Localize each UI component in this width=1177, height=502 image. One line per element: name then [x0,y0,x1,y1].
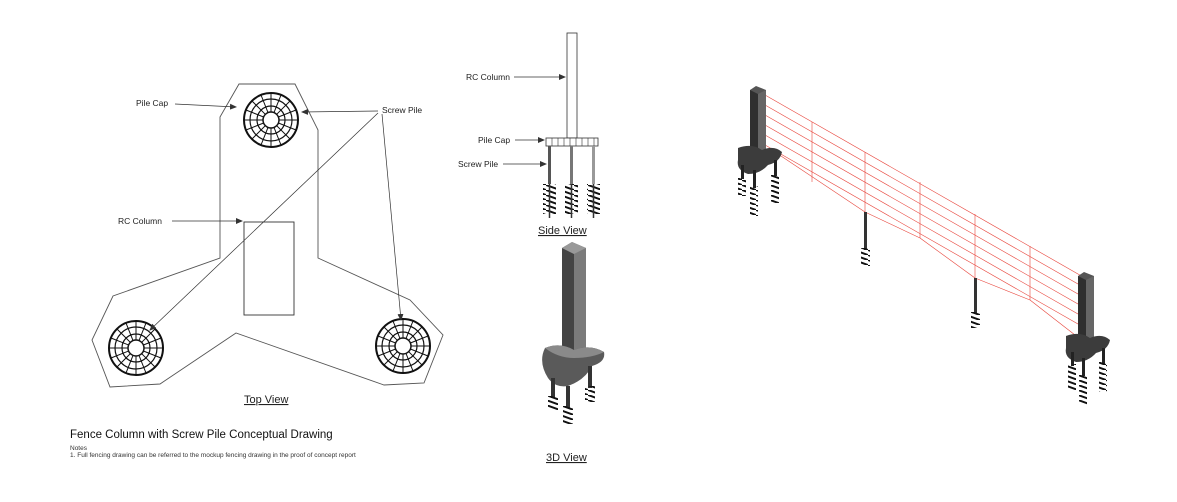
side-view-pile-cap [545,137,599,147]
side-view-label-pile-cap: Pile Cap [478,135,510,145]
leader-screw-pile-right [381,113,404,321]
top-view-caption: Top View [244,394,288,406]
leader-pile-cap [174,103,237,110]
top-view-label-screw-pile: Screw Pile [382,105,422,115]
leader-screw-pile-left [149,112,379,331]
top-view-screw-pile-left [108,320,164,376]
side-view: RC Column Pile Cap Screw Pile Side View [458,32,600,237]
top-view-screw-pile-top [243,92,299,148]
leader-screw-pile-top [301,108,379,115]
side-view-label-screw-pile: Screw Pile [458,159,498,169]
top-view-label-rc-column: RC Column [118,216,162,226]
fence-left-column [737,86,782,216]
notes-heading: Notes [70,445,87,452]
fence-isometric [737,86,1110,405]
side-view-rc-column [566,32,578,139]
top-view: Pile Cap Screw Pile RC Column Top View [91,83,444,406]
top-view-label-pile-cap: Pile Cap [136,98,168,108]
view-3d: 3D View [542,242,605,464]
view-3d-caption: 3D View [546,452,587,464]
side-view-screw-piles [543,146,600,218]
side-view-label-rc-column: RC Column [466,72,510,82]
top-view-screw-pile-right [375,318,431,374]
top-view-pile-cap-outline [91,83,444,388]
fence-right-column [1065,272,1110,405]
drawing-title: Fence Column with Screw Pile Conceptual … [70,429,333,441]
fence-intermediate-piles [861,212,980,328]
note-1: 1. Full fencing drawing can be referred … [70,452,356,459]
fence-wires [764,94,1086,336]
top-view-rc-column [243,221,295,316]
side-view-caption: Side View [538,225,587,237]
